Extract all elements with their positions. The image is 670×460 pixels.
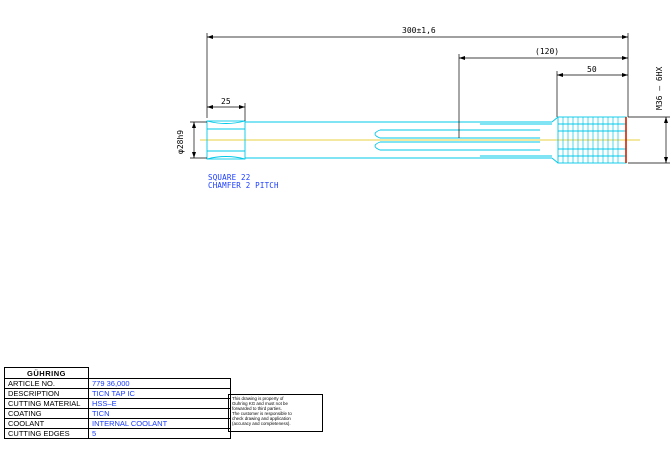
table-row: ARTICLE NO. 779 36,000 bbox=[4, 378, 231, 389]
row-label: CUTTING EDGES bbox=[4, 428, 89, 439]
title-block: GÜHRING ARTICLE NO. 779 36,000 DESCRIPTI… bbox=[4, 367, 231, 439]
table-row: COATING TICN bbox=[4, 408, 231, 419]
shank-diameter-label: φ28h9 bbox=[176, 130, 185, 154]
disclaimer-box: This drawing is property of Guhring KG a… bbox=[228, 394, 323, 432]
thread-spec-label: M36 – 6HX bbox=[655, 66, 664, 110]
tool-outline bbox=[206, 116, 627, 164]
disclaimer-line: This drawing is property of bbox=[232, 396, 284, 401]
row-value: TICN TAP IC bbox=[88, 388, 231, 399]
row-label: ARTICLE NO. bbox=[4, 378, 89, 389]
table-row: CUTTING EDGES 5 bbox=[4, 428, 231, 439]
thread-hatching bbox=[562, 117, 619, 163]
disclaimer-line: check drawing and application bbox=[232, 416, 291, 422]
table-row: DESCRIPTION TICN TAP IC bbox=[4, 388, 231, 399]
row-value: INTERNAL COOLANT bbox=[88, 418, 231, 429]
disclaimer-line: (accuracy and completeness). bbox=[232, 421, 291, 427]
notes: SQUARE 22 CHAMFER 2 PITCH bbox=[208, 174, 279, 190]
row-value: 5 bbox=[88, 428, 231, 439]
row-label: DESCRIPTION bbox=[4, 388, 89, 399]
row-value: TICN bbox=[88, 408, 231, 419]
row-value: HSS–E bbox=[88, 398, 231, 409]
overall-length-label: 300±1,6 bbox=[402, 26, 436, 35]
dimension-arrows bbox=[192, 35, 668, 163]
thread-length-label: (120) bbox=[535, 47, 559, 56]
row-label: CUTTING MATERIAL bbox=[4, 398, 89, 409]
row-value: 779 36,000 bbox=[88, 378, 231, 389]
square-length-label: 25 bbox=[221, 97, 231, 106]
company-logo: GÜHRING bbox=[4, 367, 89, 379]
table-row: CUTTING MATERIAL HSS–E bbox=[4, 398, 231, 409]
dimension-lines bbox=[190, 33, 670, 164]
row-label: COATING bbox=[4, 408, 89, 419]
disclaimer-line: The customer is responsible to bbox=[232, 411, 292, 417]
row-label: COOLANT bbox=[4, 418, 89, 429]
note-line: CHAMFER 2 PITCH bbox=[208, 181, 279, 190]
disclaimer-line: forwarded to third parties. bbox=[232, 406, 282, 412]
disclaimer-line: Guhring KG and must not be bbox=[232, 401, 288, 407]
thread-section-label: 50 bbox=[587, 65, 597, 74]
table-row: COOLANT INTERNAL COOLANT bbox=[4, 418, 231, 429]
note-line: SQUARE 22 bbox=[208, 173, 251, 182]
